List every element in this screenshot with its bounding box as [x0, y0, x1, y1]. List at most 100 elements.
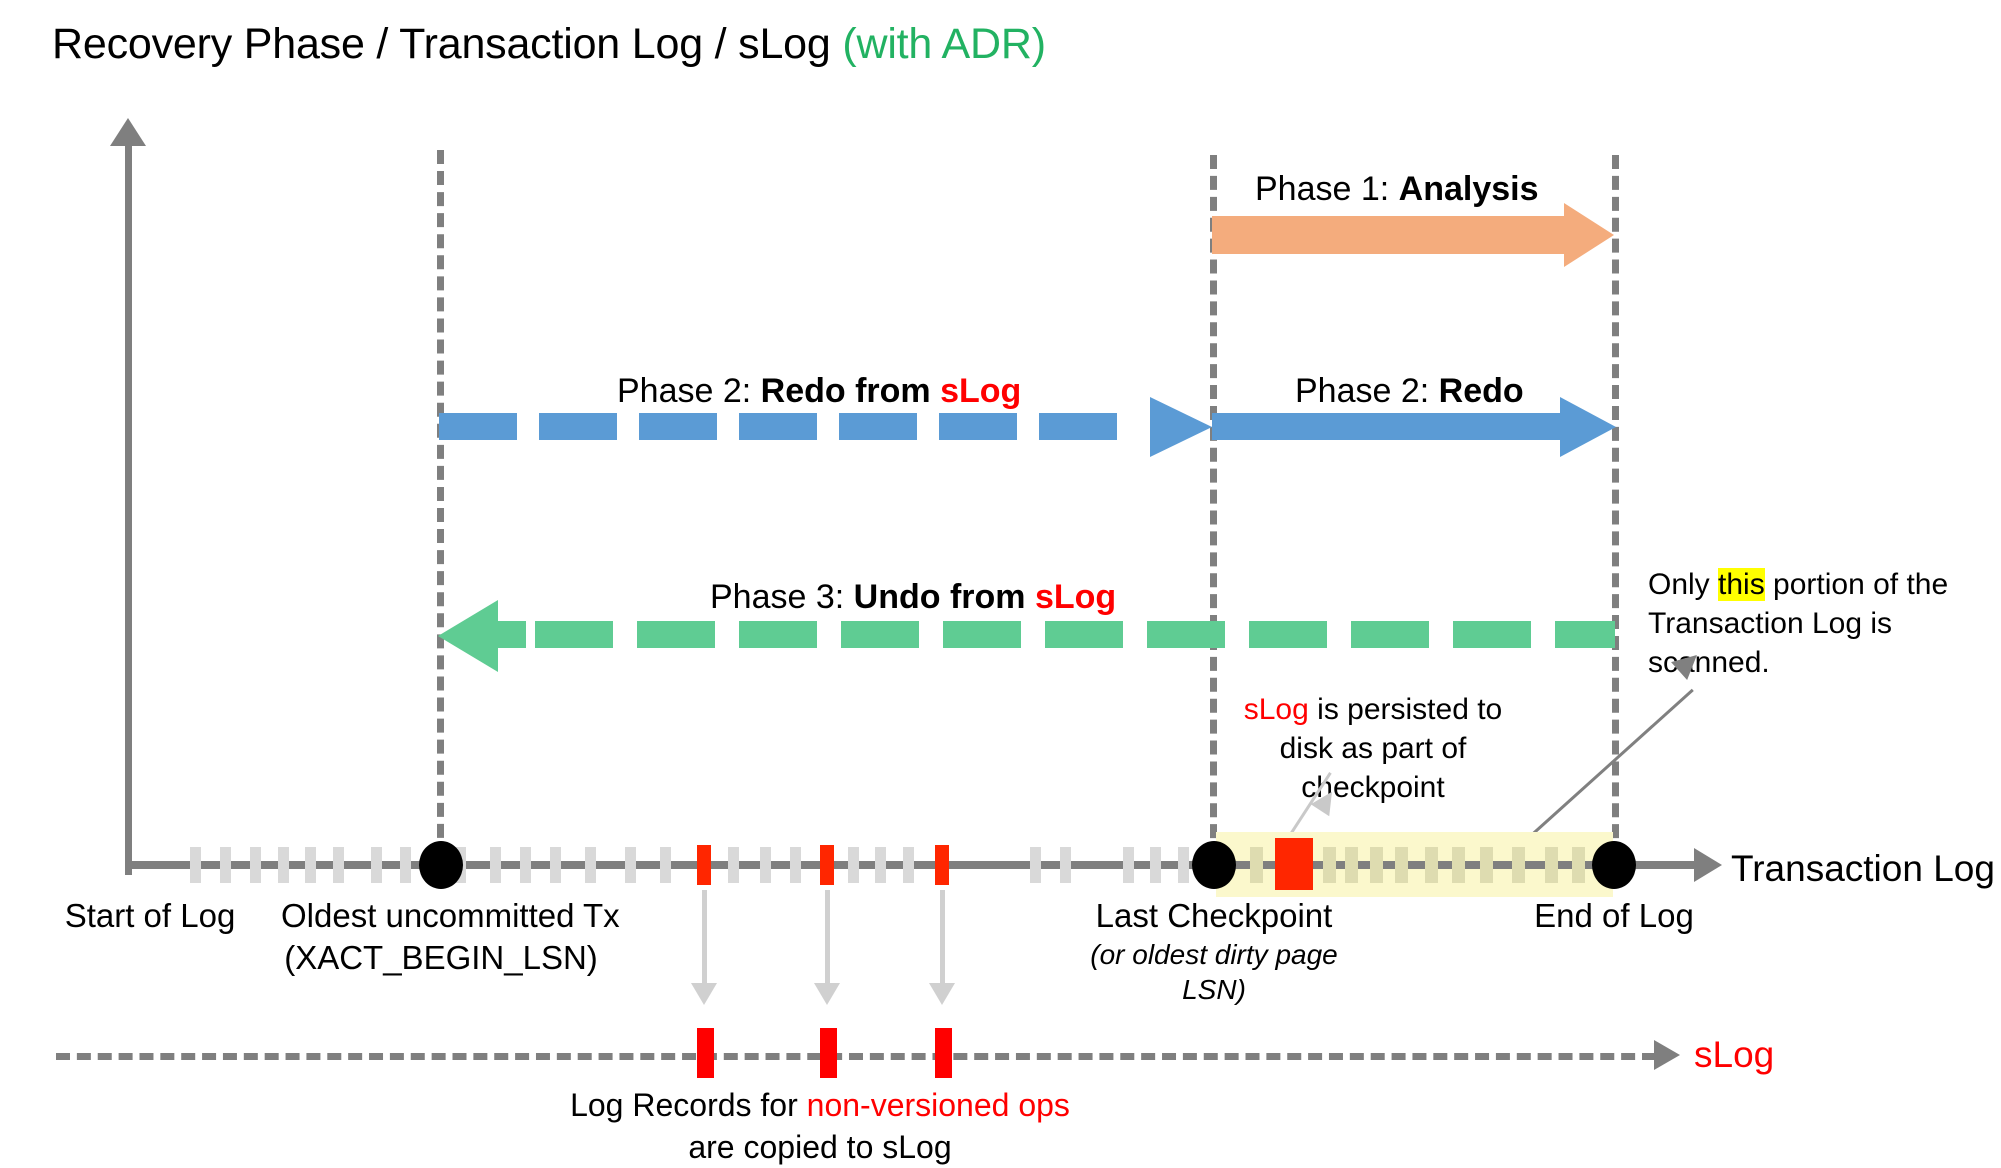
copy-arrow-head: [929, 983, 955, 1005]
copy-arrow-stem: [940, 890, 945, 985]
slog-axis-arrowhead: [1654, 1040, 1680, 1070]
phase-2-slog-dash: [739, 413, 817, 440]
log-record-tick: [1395, 847, 1408, 883]
phase-3-undo-dash: [739, 621, 817, 648]
log-record-tick: [625, 847, 636, 883]
log-record-tick: [790, 847, 801, 883]
log-record-tick: [875, 847, 886, 883]
annotation-slog-persisted-rest: is persisted to disk as part of checkpoi…: [1279, 693, 1503, 804]
slog-record-mark: [820, 1028, 837, 1078]
log-record-tick: [728, 847, 739, 883]
label-last-checkpoint-line2: (or oldest dirty page: [1090, 938, 1338, 970]
label-transaction-log: Transaction Log: [1731, 848, 1995, 890]
log-record-tick: [1250, 847, 1263, 883]
guide-line-end-of-log: [1612, 155, 1619, 880]
label-slog-text: sLog: [1694, 1034, 1775, 1075]
phase-1-analysis-arrowhead: [1564, 203, 1614, 267]
log-record-tick: [1030, 847, 1041, 883]
log-record-tick: [278, 847, 289, 883]
log-record-tick-slog-persisted: [1275, 838, 1313, 890]
log-record-tick: [585, 847, 596, 883]
label-last-checkpoint-line1: Last Checkpoint: [1095, 897, 1333, 934]
log-record-tick: [1512, 847, 1525, 883]
annotation-slog-copy-line1-red: non-versioned ops: [806, 1087, 1070, 1123]
log-record-tick: [1178, 847, 1189, 883]
log-record-tick: [550, 847, 561, 883]
phase-2-redo-arrow-shaft: [1212, 413, 1560, 440]
log-record-tick-nonversioned: [820, 845, 834, 885]
phase-2-slog-dash: [639, 413, 717, 440]
log-record-tick: [1480, 847, 1493, 883]
phase-3-undo-dash: [1045, 621, 1123, 648]
log-record-tick: [848, 847, 859, 883]
phase-3-undo-dash: [1249, 621, 1327, 648]
phase-2-slog-label-bold: Redo from: [760, 372, 941, 410]
phase-3-label-bold: Undo from: [853, 578, 1035, 616]
label-start-of-log-text: Start of Log: [64, 897, 236, 934]
phase-3-undo-dash: [535, 621, 613, 648]
label-last-checkpoint-line3: LSN): [1182, 974, 1246, 1006]
annotation-slog-copy-line2: are copied to sLog: [688, 1128, 952, 1165]
phase-2-slog-label: Phase 2: Redo from sLog: [617, 372, 1021, 411]
phase-3-undo-dash: [1555, 621, 1615, 648]
log-record-tick: [1425, 847, 1438, 883]
log-record-tick: [1572, 847, 1585, 883]
label-slog: sLog: [1694, 1034, 1774, 1076]
log-record-tick: [333, 847, 344, 883]
annotation-slog-persisted-red: sLog: [1243, 693, 1309, 726]
phase-2-redo-label-bold: Redo: [1438, 372, 1524, 410]
phase-2-slog-dash: [1039, 413, 1117, 440]
y-axis-arrowhead: [110, 118, 146, 146]
guide-line-checkpoint: [1210, 155, 1217, 880]
log-record-tick: [1545, 847, 1558, 883]
phase-3-undo-dash: [637, 621, 715, 648]
phase-3-undo-shaft-stub: [490, 621, 526, 648]
annotation-slog-copy: Log Records for non-versioned ops are co…: [560, 1085, 1080, 1168]
label-start-of-log: Start of Log: [40, 895, 260, 937]
copy-arrow-stem: [825, 890, 830, 985]
node-oldest-uncommitted-tx: [419, 841, 463, 889]
log-record-tick: [190, 847, 201, 883]
annotation-scanned-post: portion of the Transaction Log is scanne…: [1648, 568, 1949, 679]
phase-3-undo-dash: [943, 621, 1021, 648]
log-record-tick: [1452, 847, 1465, 883]
label-last-checkpoint: Last Checkpoint (or oldest dirty page LS…: [1054, 895, 1374, 1008]
y-axis-line: [125, 140, 132, 875]
log-record-tick-nonversioned: [935, 845, 949, 885]
log-record-tick: [1370, 847, 1383, 883]
phase-1-label-bold: Analysis: [1398, 170, 1539, 208]
phase-3-undo-dash: [1453, 621, 1531, 648]
phase-1-analysis-arrow-shaft: [1212, 216, 1564, 254]
annotation-slog-persisted: sLog is persisted to disk as part of che…: [1228, 690, 1518, 807]
page-title: Recovery Phase / Transaction Log / sLog …: [52, 20, 1046, 69]
copy-arrow-stem: [702, 890, 707, 985]
log-record-tick: [903, 847, 914, 883]
log-record-tick: [660, 847, 671, 883]
label-oldest-tx-line2: (XACT_BEGIN_LSN): [284, 938, 598, 976]
label-transaction-log-text: Transaction Log: [1731, 848, 1995, 889]
phase-2-slog-dash: [539, 413, 617, 440]
phase-3-undo-dash: [1147, 621, 1225, 648]
phase-3-undo-arrowhead: [438, 600, 498, 672]
node-end-of-log: [1592, 841, 1636, 889]
copy-arrow-head: [691, 983, 717, 1005]
log-record-tick: [1060, 847, 1071, 883]
phase-3-undo-dash: [1351, 621, 1429, 648]
phase-3-label: Phase 3: Undo from sLog: [710, 578, 1116, 617]
annotation-slog-copy-line1: Log Records for non-versioned ops: [560, 1085, 1080, 1127]
log-record-tick: [400, 847, 411, 883]
transaction-log-axis-arrowhead: [1694, 848, 1722, 882]
log-record-tick-nonversioned: [697, 845, 711, 885]
label-end-of-log-line1: End of Log: [1534, 897, 1694, 934]
log-record-tick: [1150, 847, 1161, 883]
annotation-scanned-pre: Only: [1648, 568, 1719, 601]
log-record-tick: [371, 847, 382, 883]
phase-1-label: Phase 1: Analysis: [1255, 170, 1539, 209]
slog-axis-line: [56, 1053, 1656, 1060]
phase-2-redo-label-prefix: Phase 2:: [1295, 372, 1439, 410]
label-oldest-uncommitted-tx: Oldest uncommitted Tx (XACT_BEGIN_LSN): [281, 895, 620, 979]
guide-line-oldest-tx: [437, 150, 444, 880]
log-record-tick: [490, 847, 501, 883]
phase-2-slog-label-prefix: Phase 2:: [617, 372, 761, 410]
